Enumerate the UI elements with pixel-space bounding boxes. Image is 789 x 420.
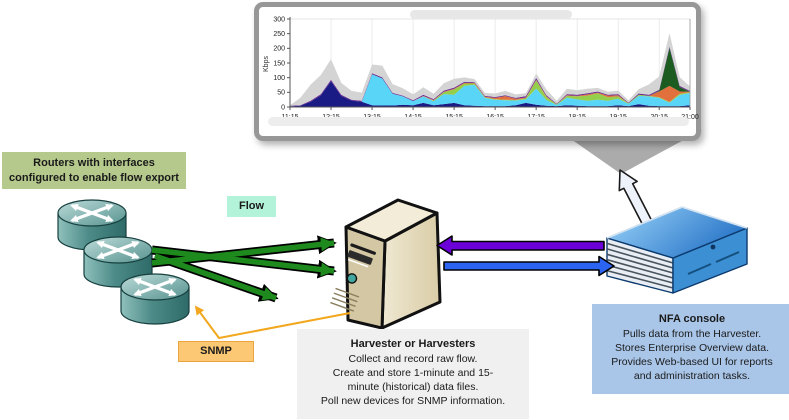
- svg-text:0: 0: [281, 104, 285, 111]
- svg-text:100: 100: [273, 75, 285, 82]
- harvester-line: minute (historical) data files.: [347, 381, 479, 394]
- svg-text:50: 50: [277, 90, 285, 97]
- harvester-line: Poll new devices for SNMP information.: [320, 395, 506, 408]
- harvester-label-box: Harvester or Harvesters Collect and reco…: [297, 329, 529, 419]
- svg-text:250: 250: [273, 31, 285, 38]
- y-axis-label: Kbps: [263, 56, 270, 72]
- nfa-line: Pulls data from the Harvester.: [622, 327, 762, 340]
- harvester-line: Collect and record raw flow.: [348, 352, 478, 365]
- router-icon-3: [121, 274, 189, 324]
- flow-arrow-1: [151, 237, 335, 266]
- chart-scrollbar: [268, 117, 689, 126]
- traffic-chart: 05010015020025030011:1512:1513:1514:1515…: [263, 10, 699, 126]
- nfa-line: Stores Enterprise Overview data.: [614, 342, 770, 355]
- harvester-line: Create and store 1-minute and 15-: [332, 367, 494, 380]
- nfa-line: and administration tasks.: [633, 370, 751, 383]
- nfa-console-label-box: NFA console Pulls data from the Harveste…: [592, 304, 789, 394]
- nfa-title: NFA console: [658, 313, 726, 325]
- console-to-harvester-arrow: [436, 235, 605, 256]
- harvester-server-icon: [330, 198, 442, 330]
- routers-label-box: Routers with interfaces configured to en…: [2, 152, 186, 190]
- traffic-chart-window: 05010015020025030011:1512:1513:1514:1515…: [254, 2, 701, 141]
- area-series-gray-other: [290, 33, 690, 106]
- svg-text:200: 200: [273, 46, 285, 53]
- flow-label: Flow: [227, 196, 276, 217]
- blurred-chart-title: [410, 10, 572, 19]
- flow-arrow-3: [154, 253, 277, 301]
- area-series-dark-blue: [290, 81, 690, 107]
- harvester-to-console-arrow: [443, 255, 615, 277]
- harvester-title: Harvester or Harvesters: [350, 338, 476, 350]
- snmp-label: SNMP: [178, 341, 254, 362]
- area-series-light-blue: [290, 74, 690, 107]
- snmp-line: [194, 305, 351, 340]
- area-series-light-green: [290, 74, 690, 107]
- nfa-line: Provides Web-based UI for reports: [611, 356, 773, 369]
- nfa-console-icon: [606, 206, 748, 294]
- flow-arrow-2: [151, 247, 335, 277]
- chart-callout-funnel: [558, 130, 702, 174]
- routers-label-line1: Routers with interfaces: [33, 157, 155, 169]
- routers-label-line2: configured to enable flow export: [9, 171, 179, 184]
- svg-text:300: 300: [273, 16, 285, 23]
- svg-text:150: 150: [273, 60, 285, 67]
- flow-arrows: [151, 235, 337, 303]
- svg-text:21:00: 21:00: [681, 114, 699, 121]
